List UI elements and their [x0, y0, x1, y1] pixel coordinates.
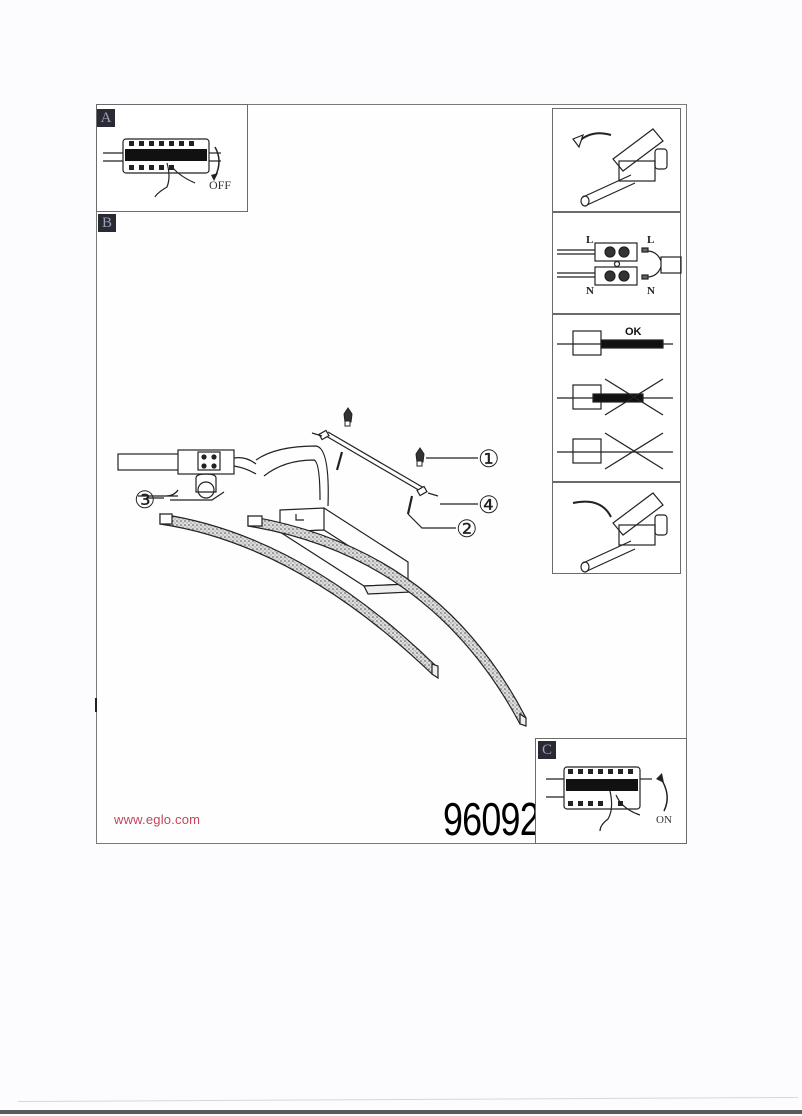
website-link[interactable]: www.eglo.com — [114, 812, 201, 827]
terminal-close-icon — [572, 492, 668, 573]
step-c-tag: C — [538, 741, 556, 759]
terminal-open-icon — [572, 128, 668, 207]
wiring-panel-l-n: L L N N — [552, 212, 682, 314]
wire-strip-examples: OK — [557, 326, 673, 470]
wiring-panel-open-terminal — [552, 108, 681, 212]
terminal-l-n-diagram: L L N N — [557, 234, 682, 297]
step-a-tag: A — [97, 109, 115, 127]
scan-mark — [95, 698, 97, 712]
wiring-panel-closed-terminal — [552, 482, 681, 574]
page-edge-line — [18, 1096, 798, 1103]
step-a-panel: A OFF — [96, 104, 248, 212]
breaker-off-icon: OFF — [103, 138, 231, 198]
svg-text:L: L — [647, 234, 654, 246]
page-bottom-border — [0, 1110, 802, 1114]
step-c-panel: C ON — [535, 738, 687, 844]
breaker-on-icon: ON — [546, 766, 672, 832]
svg-text:N: N — [586, 285, 594, 297]
ok-label: OK — [625, 326, 642, 338]
wiring-panel-strip-length: OK — [552, 314, 681, 482]
svg-text:N: N — [647, 285, 655, 297]
model-number: 96092 — [443, 793, 540, 845]
svg-text:L: L — [586, 234, 593, 246]
step-b-tag: B — [98, 214, 116, 232]
on-label: ON — [656, 814, 672, 826]
off-label: OFF — [209, 178, 231, 192]
